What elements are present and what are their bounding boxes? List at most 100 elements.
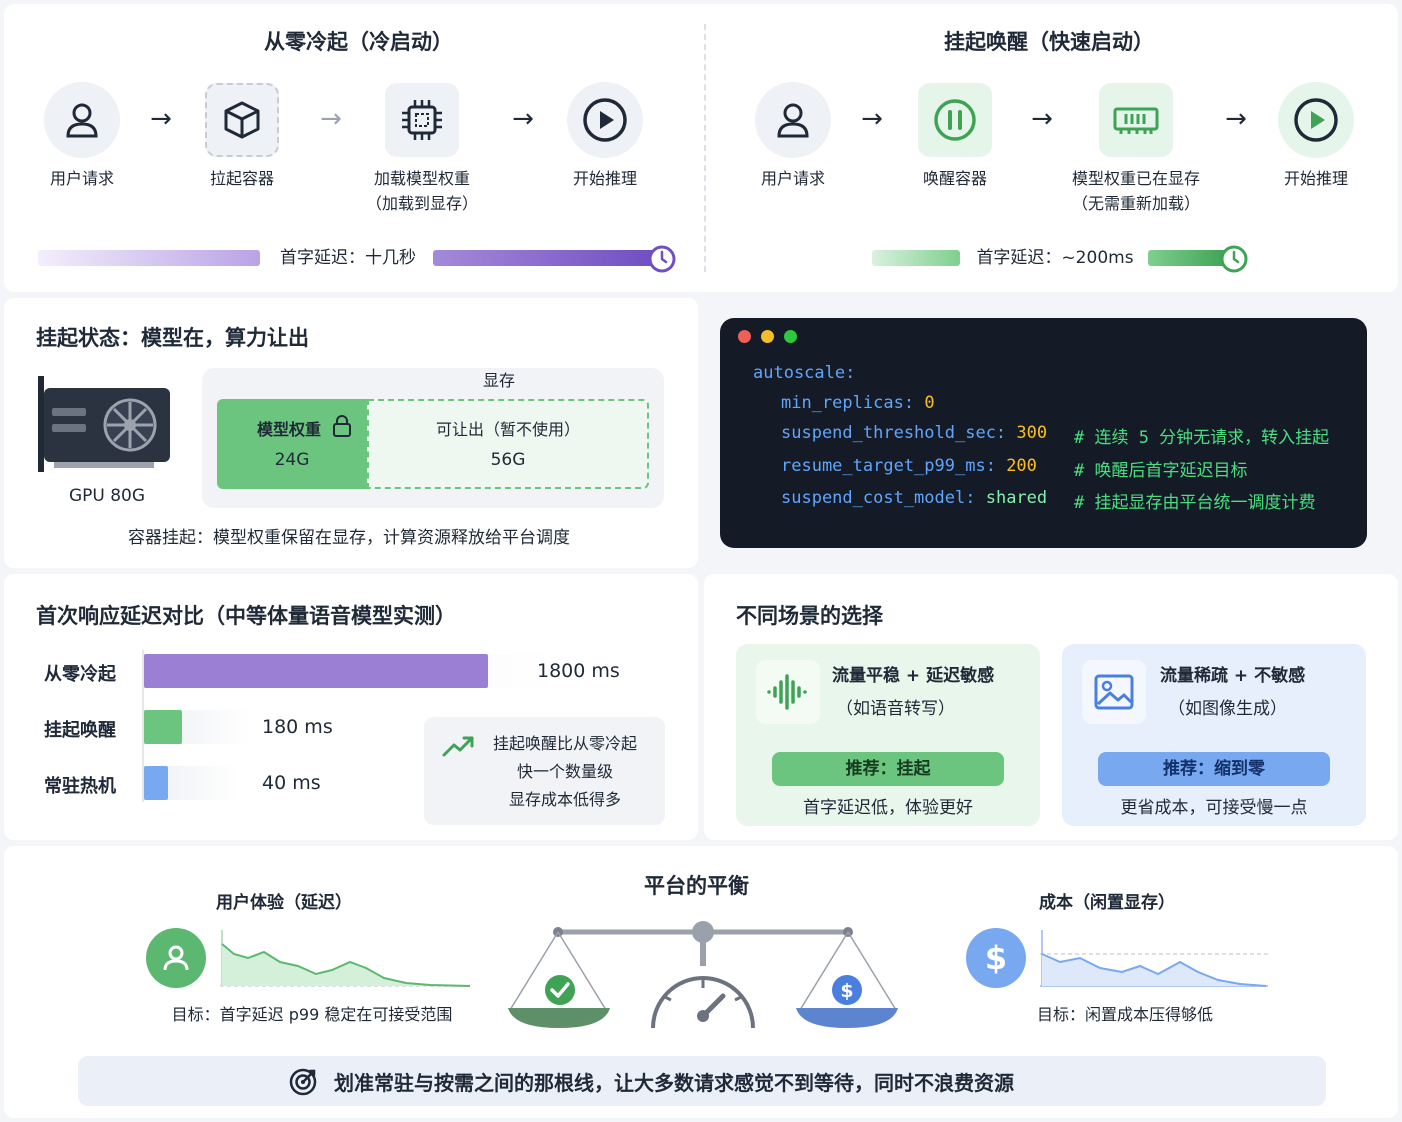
gpu-label: GPU 80G: [68, 486, 146, 506]
balance-panel: 平台的平衡 用户体验（延迟） 目标：首字延迟 p99 稳定在可接受范围 $ 成本…: [4, 846, 1398, 1118]
target-icon: [288, 1067, 318, 1101]
cold-latency-bar-left: [38, 250, 260, 266]
scenario-b-sub: （如图像生成）: [1168, 699, 1287, 719]
config-key: suspend_threshold_sec:: [781, 423, 1007, 443]
config-key: resume_target_p99_ms:: [781, 456, 996, 476]
image-icon: [1082, 660, 1146, 724]
weights-block: [217, 399, 367, 489]
bar-value: 180 ms: [262, 716, 333, 738]
bar-axis: [142, 650, 144, 802]
dollar-icon: $: [966, 928, 1026, 988]
scenario-b-title: 流量稀疏 + 不敏感: [1160, 666, 1306, 686]
arrow-icon: →: [150, 104, 172, 134]
gpu-card-icon: [34, 374, 174, 482]
pause-icon: [934, 99, 976, 141]
arrow-icon: →: [1031, 104, 1053, 134]
warm-latency-bar-left: [872, 250, 960, 266]
config-comment: # 挂起显存由平台统一调度计费: [1074, 493, 1316, 513]
warm-step-label: 开始推理: [1283, 169, 1348, 188]
warm-step-infer: [1278, 82, 1354, 158]
warm-latency-bar-right: [1148, 250, 1226, 266]
clock-icon: [1219, 244, 1249, 278]
arrow-icon: →: [320, 104, 342, 134]
compare-note-box: [424, 717, 665, 825]
scenario-title: 不同场景的选择: [736, 604, 883, 628]
warm-step-label: 用户请求: [760, 169, 825, 188]
top-panel: 从零冷起（冷启动） → → → 用户请求 拉起容器 加载模型权重 （加载到显存）…: [4, 4, 1398, 292]
config-line: min_replicas: 0: [781, 393, 935, 413]
latency-trend-sparkline: [220, 928, 472, 994]
vram-label: 显存: [482, 371, 515, 390]
bar: [144, 654, 488, 688]
scenario-card-b: 流量稀疏 + 不敏感 （如图像生成） 推荐：缩到零 更省成本，可接受慢一点: [1062, 644, 1366, 826]
compare-title: 首次响应延迟对比（中等体量语音模型实测）: [36, 604, 456, 628]
warm-step-user: [755, 82, 831, 158]
cube-icon: [224, 101, 260, 139]
cold-step-container: [205, 83, 279, 157]
config-value: shared: [985, 488, 1048, 508]
config-code-panel: autoscale: min_replicas: 0 suspend_thres…: [720, 318, 1367, 548]
footer-text: 划准常驻与按需之间的那根线，让大多数请求感觉不到等待，同时不浪费资源: [334, 1071, 1014, 1095]
bar-value: 40 ms: [262, 772, 321, 794]
cold-latency-label: 首字延迟：十几秒: [280, 248, 416, 268]
weights-label: 模型权重: [256, 420, 321, 439]
compare-note: 快一个数量级: [516, 762, 613, 781]
trend-up-icon: [442, 734, 476, 762]
scenario-a-recommend: 推荐：挂起: [772, 752, 1004, 786]
warm-start-title: 挂起唤醒（快速启动）: [944, 30, 1154, 54]
arrow-icon: →: [512, 104, 534, 134]
warm-step-memory: [1099, 83, 1173, 157]
play-icon: [1294, 98, 1338, 142]
balance-title: 平台的平衡: [644, 874, 749, 898]
config-line: autoscale:: [753, 363, 855, 383]
bar-label: 从零冷起: [44, 664, 116, 685]
warm-step-sublabel: （无需重新加载）: [1071, 194, 1200, 213]
bar-label: 常驻热机: [44, 776, 116, 797]
balance-scale-icon: $: [504, 916, 908, 1036]
user-icon: [777, 103, 809, 138]
bar-value: 1800 ms: [537, 660, 620, 682]
scenario-a-title: 流量平稳 + 延迟敏感: [832, 666, 995, 686]
balance-left-title: 用户体验（延迟）: [216, 893, 352, 913]
free-block: [367, 399, 649, 489]
config-comment: # 连续 5 分钟无请求，转入挂起: [1074, 428, 1330, 448]
free-size: 56G: [490, 450, 526, 470]
config-comment: # 唤醒后首字延迟目标: [1074, 461, 1248, 481]
lock-icon: [332, 414, 352, 442]
config-line: suspend_threshold_sec: 300: [781, 423, 1047, 443]
chip-icon: [402, 100, 442, 140]
cold-step-label: 拉起容器: [209, 169, 274, 188]
weights-size: 24G: [274, 450, 310, 470]
cold-latency-bar-right: [433, 250, 655, 266]
cold-step-user: [44, 82, 120, 158]
config-value: 200: [1006, 456, 1037, 476]
balance-right-title: 成本（闲置显存）: [1039, 893, 1175, 913]
config-value: 300: [1016, 423, 1048, 443]
waveform-icon: [756, 660, 820, 724]
config-line: resume_target_p99_ms: 200: [781, 456, 1037, 476]
bar: [144, 710, 183, 744]
user-icon: [66, 103, 98, 138]
scenario-b-recommend: 推荐：缩到零: [1098, 752, 1330, 786]
warm-latency-label: 首字延迟：~200ms: [976, 248, 1134, 268]
window-maximize-dot: [784, 330, 797, 343]
config-value: 0: [924, 393, 935, 413]
play-icon: [583, 98, 627, 142]
config-line: suspend_cost_model: shared: [781, 488, 1047, 508]
arrow-icon: →: [861, 104, 883, 134]
scenario-a-note: 首字延迟低，体验更好: [803, 798, 973, 818]
compare-note: 显存成本低得多: [508, 790, 621, 809]
scenario-card-a: 流量平稳 + 延迟敏感 （如语音转写） 推荐：挂起 首字延迟低，体验更好: [736, 644, 1040, 826]
cold-step-infer: [567, 82, 643, 158]
config-key: suspend_cost_model:: [781, 488, 976, 508]
free-label: 可让出（暂不使用）: [435, 420, 580, 439]
config-key: autoscale:: [753, 363, 856, 383]
warm-step-label: 唤醒容器: [922, 169, 987, 188]
cost-trend-sparkline: [1040, 928, 1270, 994]
user-avatar-icon: [146, 928, 206, 988]
cold-start-title: 从零冷起（冷启动）: [264, 30, 453, 54]
warm-step-resume: [918, 83, 992, 157]
balance-right-goal: 目标：闲置成本压得够低: [1036, 1005, 1213, 1024]
warm-step-label: 模型权重已在显存: [1071, 169, 1200, 188]
svg-text:$: $: [840, 980, 853, 1002]
